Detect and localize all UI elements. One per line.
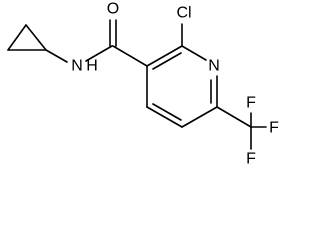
ring-nitrogen-label: N: [208, 58, 220, 75]
chemical-structure-diagram: O Cl N H N F F F: [7, 0, 280, 168]
fluorine-top-label: F: [246, 95, 256, 112]
bond-ring-trifluoromethyl: [216, 106, 252, 128]
oxygen-label: O: [107, 1, 119, 18]
cyclopropyl-ring: [7, 24, 47, 51]
bond-carbonyl-ring: [112, 45, 148, 67]
ring-bond-c5-c4-inner: [152, 103, 182, 121]
fluorine-right-label: F: [269, 120, 279, 137]
bond-cyclopropyl-2: [7, 24, 27, 51]
bond-nitrogen-carbonyl: [85, 45, 113, 62]
trifluoromethyl-group: [250, 112, 267, 150]
bond-cyclopropyl-nitrogen: [45, 49, 68, 63]
pyridine-ring: [146, 45, 218, 128]
ring-bond-c6-c5: [181, 106, 218, 128]
amide-hydrogen-label: H: [86, 58, 98, 75]
fluorine-bottom-label: F: [246, 151, 256, 168]
ring-bond-c3-c2-inner: [152, 52, 182, 70]
carbonyl-double-bond: [109, 19, 117, 47]
amide-nitrogen-label: N: [71, 58, 83, 75]
ring-bond-c3-c2: [146, 45, 183, 67]
bond-cyclopropyl-3: [25, 24, 47, 51]
ring-bond-c5-c4: [146, 106, 183, 128]
chlorine-label: Cl: [176, 5, 191, 22]
ring-bond-c2-n1: [181, 45, 207, 61]
